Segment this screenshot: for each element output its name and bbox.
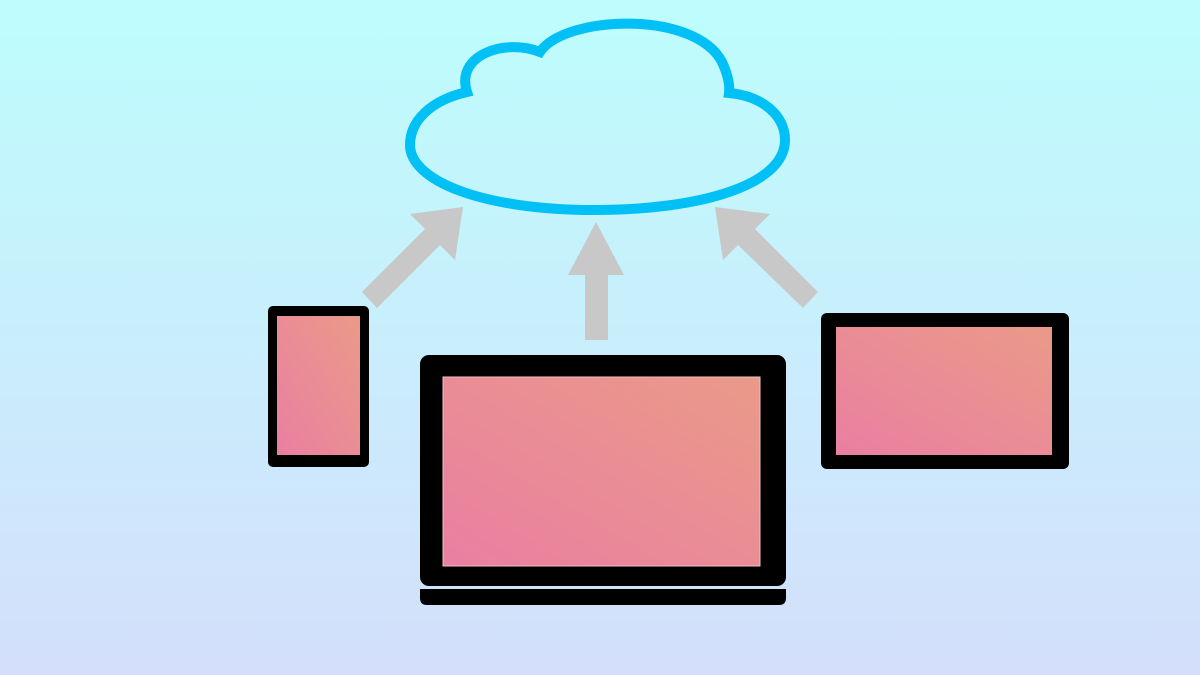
tablet-screen bbox=[836, 327, 1052, 455]
tablet-icon bbox=[821, 313, 1069, 469]
laptop-base bbox=[420, 589, 786, 605]
upload-arrow-icon-center bbox=[568, 222, 624, 340]
upload-arrow-icon-left bbox=[362, 207, 463, 308]
laptop-screen bbox=[442, 376, 761, 567]
laptop-icon bbox=[420, 355, 786, 605]
upload-arrow-icon-right bbox=[715, 207, 818, 308]
cloud-icon bbox=[404, 18, 791, 216]
phone-icon bbox=[268, 306, 369, 467]
phone-screen bbox=[277, 316, 360, 455]
